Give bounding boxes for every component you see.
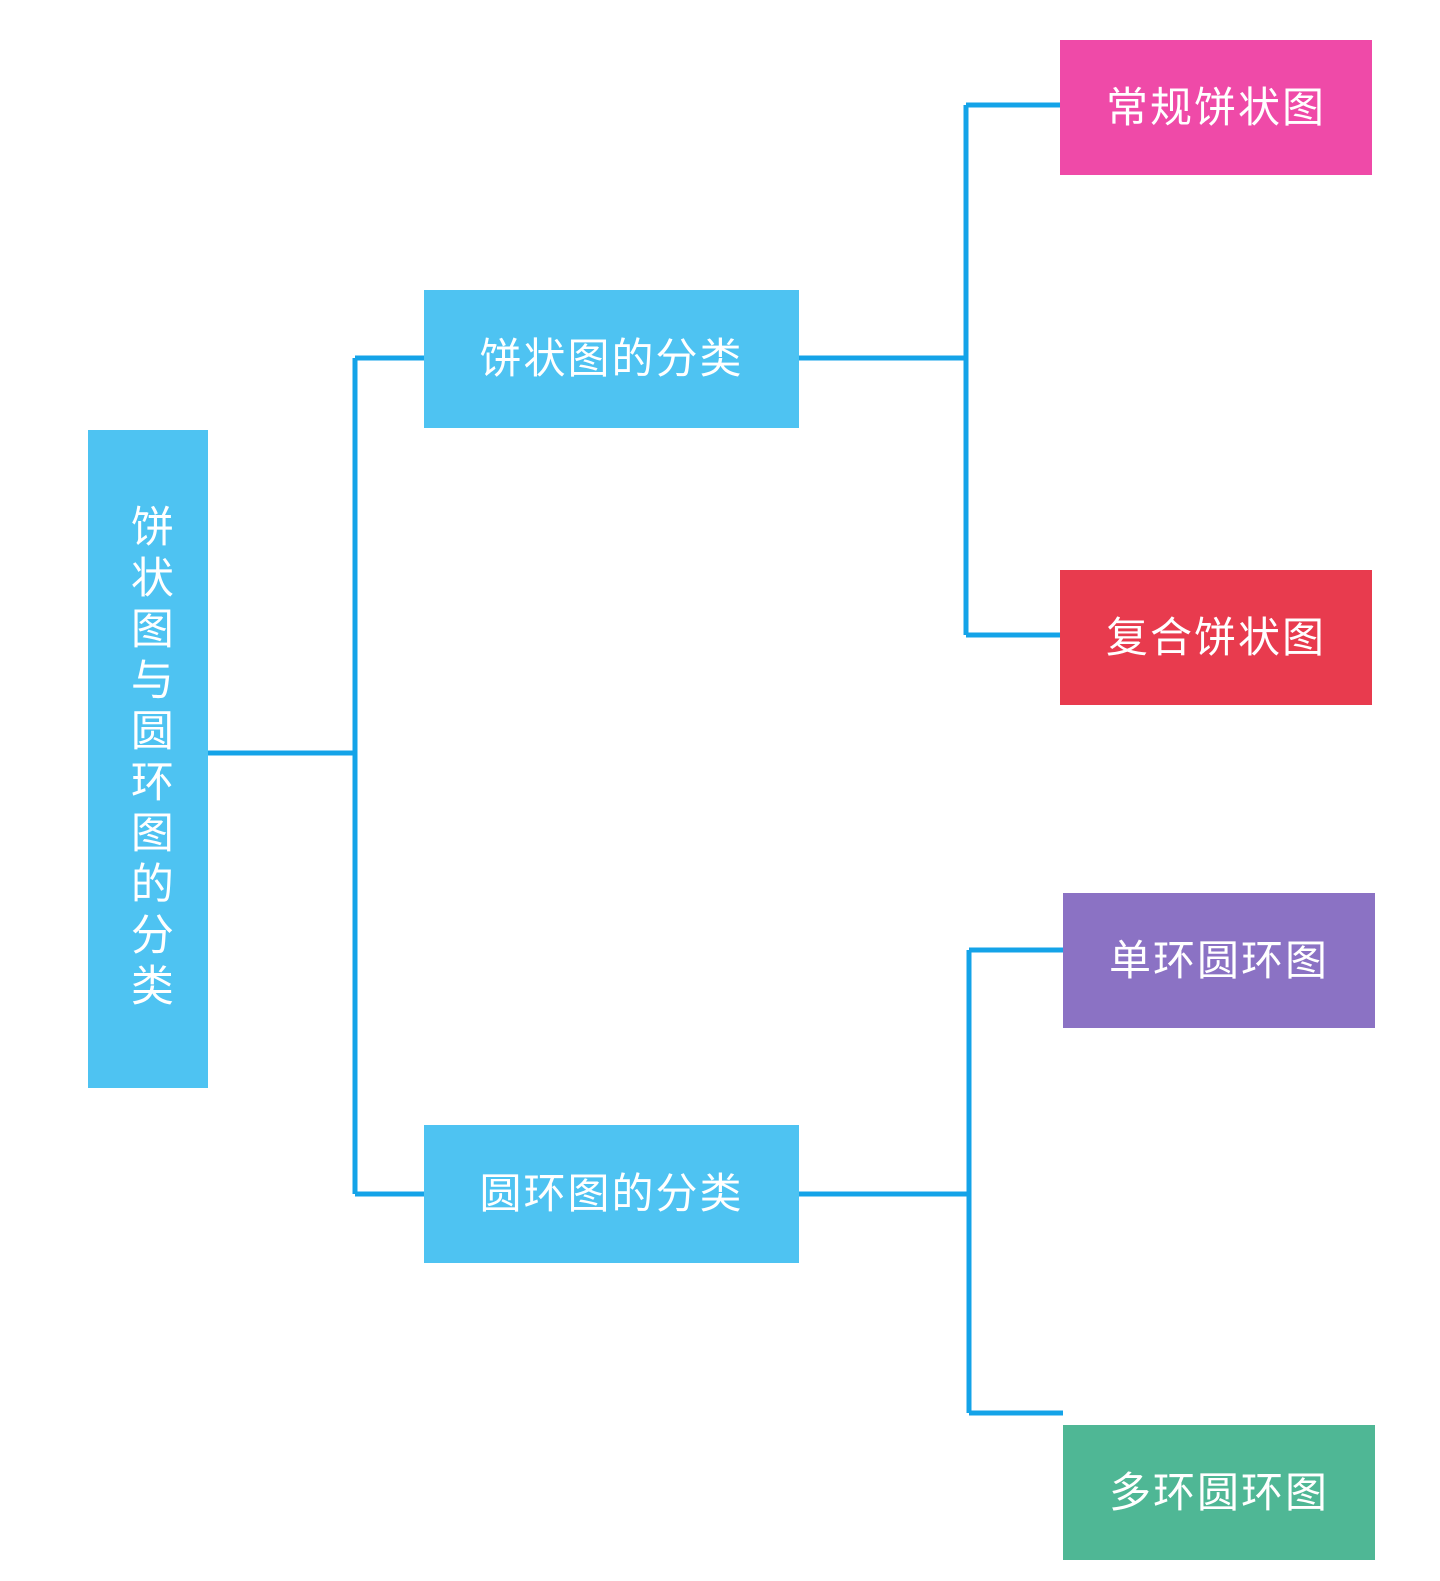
- node-leaf-single-ring[interactable]: 单环圆环图: [1063, 893, 1375, 1028]
- node-leaf-compound-pie[interactable]: 复合饼状图: [1060, 570, 1372, 705]
- node-leaf-multi-ring-label: 多环圆环图: [1108, 1468, 1329, 1516]
- node-leaf-compound-pie-label: 复合饼状图: [1105, 613, 1326, 661]
- node-root[interactable]: 饼状图与圆环图的分类: [88, 430, 208, 1088]
- node-leaf-regular-pie[interactable]: 常规饼状图: [1060, 40, 1372, 175]
- node-branch-ring-classification-label: 圆环图的分类: [479, 1170, 744, 1218]
- node-leaf-multi-ring[interactable]: 多环圆环图: [1063, 1425, 1375, 1560]
- node-root-label: 饼状图与圆环图的分类: [124, 504, 173, 1014]
- node-branch-ring-classification[interactable]: 圆环图的分类: [424, 1125, 799, 1263]
- node-branch-pie-classification-label: 饼状图的分类: [479, 335, 744, 383]
- node-leaf-regular-pie-label: 常规饼状图: [1105, 83, 1326, 131]
- node-leaf-single-ring-label: 单环圆环图: [1108, 936, 1329, 984]
- node-branch-pie-classification[interactable]: 饼状图的分类: [424, 290, 799, 428]
